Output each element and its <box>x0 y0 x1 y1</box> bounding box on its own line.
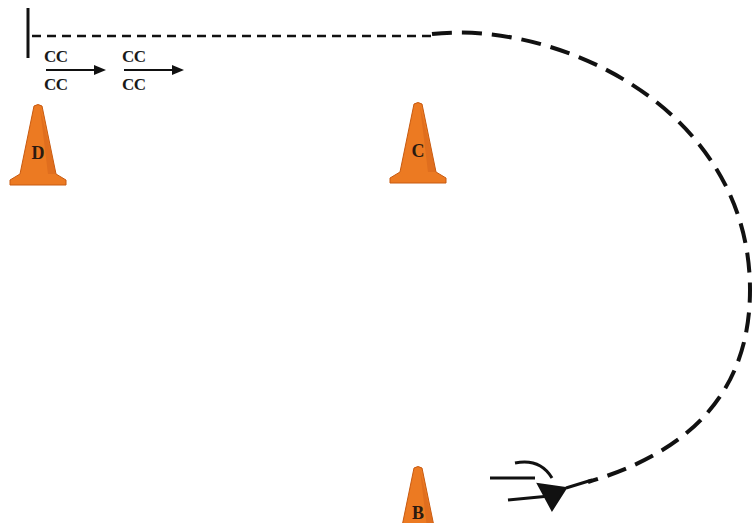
player-label: CC <box>122 76 146 93</box>
dashed-route <box>32 35 432 38</box>
start-bar <box>27 8 30 58</box>
player-label: CC <box>122 48 146 65</box>
cone-letter: D <box>8 144 68 162</box>
cone-letter: B <box>388 504 448 522</box>
cone-marker: D <box>8 104 68 188</box>
player-label: CC <box>44 48 68 65</box>
skater-symbol <box>490 462 592 510</box>
cone-marker: C <box>388 102 448 186</box>
direction-arrow <box>46 65 184 75</box>
cone-letter: C <box>388 142 448 160</box>
player-label: CC <box>44 76 68 93</box>
cone-marker: B <box>388 466 448 523</box>
dashed-curve <box>432 33 750 482</box>
